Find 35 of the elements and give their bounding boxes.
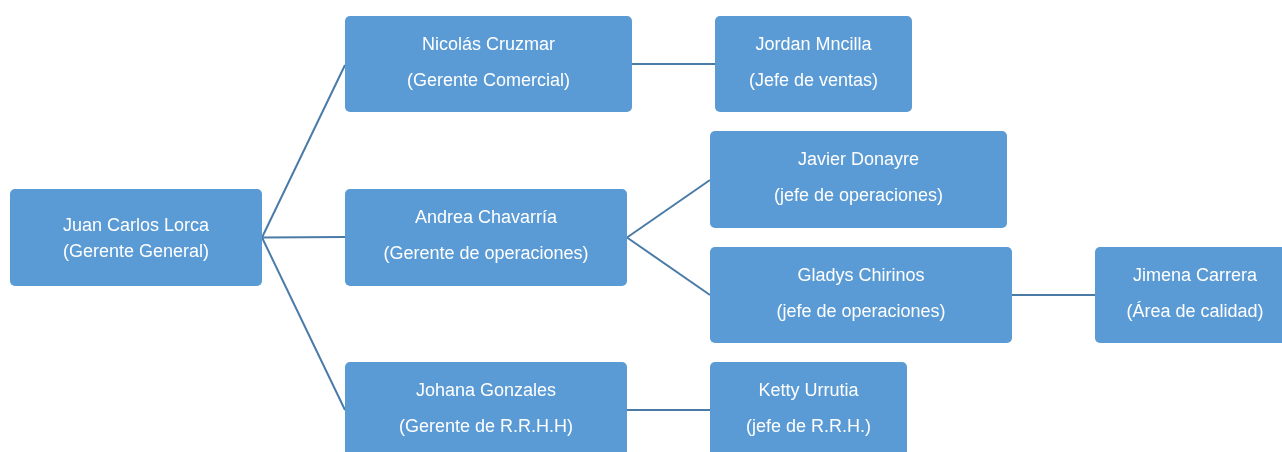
person-name: Juan Carlos Lorca: [62, 213, 210, 236]
job-title: (Gerente de R.R.H.H): [398, 415, 574, 437]
job-title: (Jefe de ventas): [748, 69, 879, 91]
connector-line: [261, 236, 346, 411]
org-box: [715, 16, 912, 112]
connector-line: [261, 64, 346, 239]
org-box: [345, 16, 632, 112]
connector-line: [1011, 294, 1096, 296]
job-title: (Gerente de operaciones): [383, 242, 589, 264]
org-box: [710, 362, 907, 452]
job-title: (jefe de operaciones): [773, 184, 944, 206]
person-name: Jordan Mncilla: [755, 33, 872, 55]
job-title: (Gerente Comercial): [406, 69, 570, 91]
org-box: [345, 189, 627, 286]
job-title: (jefe de operaciones): [776, 300, 946, 322]
connector-line: [626, 236, 711, 296]
job-title: (Gerente General): [62, 239, 210, 262]
org-box: [345, 362, 627, 452]
org-box: [1095, 247, 1282, 343]
org-box: [710, 247, 1012, 343]
connector-line: [261, 236, 346, 239]
connector-line: [631, 63, 716, 65]
connector-line: [626, 409, 711, 411]
person-name: Johana Gonzales: [415, 379, 557, 401]
job-title: (Área de calidad): [1126, 300, 1264, 322]
person-name: Ketty Urrutia: [758, 379, 859, 401]
person-name: Javier Donayre: [797, 148, 920, 170]
person-name: Nicolás Cruzmar: [422, 33, 555, 55]
person-name: Gladys Chirinos: [797, 264, 925, 286]
job-title: (jefe de R.R.H.): [745, 415, 871, 437]
person-name: Andrea Chavarría: [414, 206, 558, 228]
org-box: [10, 189, 262, 286]
connector-line: [626, 179, 711, 239]
person-name: Jimena Carrera: [1132, 264, 1257, 286]
org-box: [710, 131, 1007, 228]
